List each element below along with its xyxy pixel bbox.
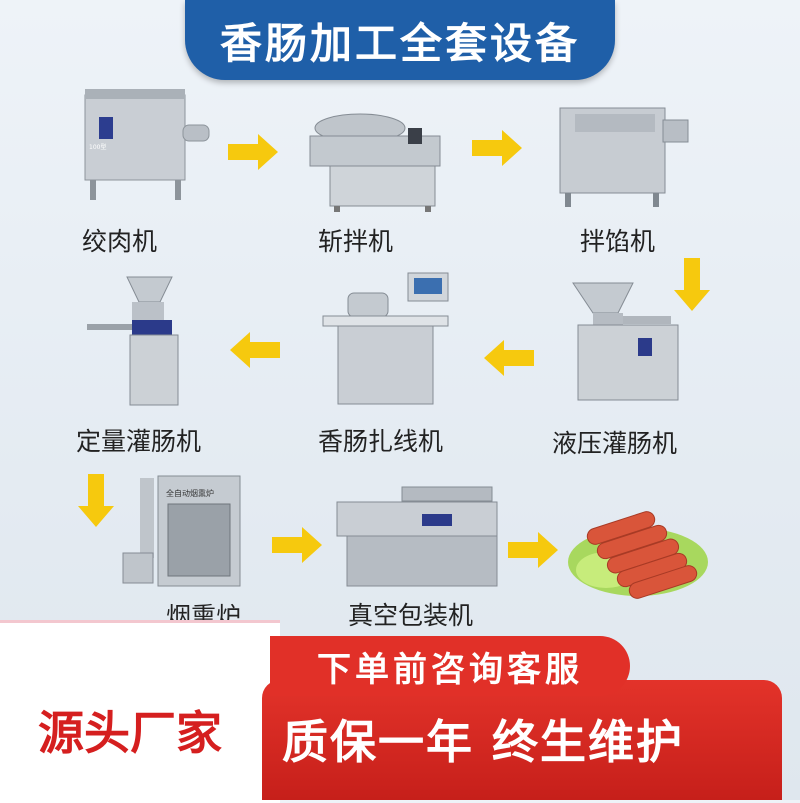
smokehouse-image: 全自动烟熏炉: [122, 475, 241, 587]
arrow-right-icon: [272, 527, 322, 563]
warranty-banner: 质保一年 终生维护: [262, 680, 782, 800]
footer-banner: 源头厂家 质保一年 终生维护 下单前咨询客服: [0, 620, 800, 803]
vacuum-packer-image: [336, 486, 498, 587]
title-banner: 香肠加工全套设备: [185, 0, 615, 80]
consult-text: 下单前咨询客服: [317, 649, 583, 690]
hydraulic-filler-image: [572, 282, 679, 401]
machine-label-vacuum-packer: 真空包装机: [348, 601, 474, 630]
arrow-right-icon: [228, 134, 278, 170]
arrow-right-icon: [508, 532, 558, 568]
consult-pill: 下单前咨询客服: [270, 636, 630, 696]
warranty-text: 质保一年 终生维护: [282, 715, 685, 769]
machine-label-quantitative-filler: 定量灌肠机: [76, 427, 202, 456]
arrow-down-icon: [674, 258, 710, 311]
machine-label-tying-machine: 香肠扎线机: [318, 427, 444, 456]
arrow-left-icon: [484, 340, 534, 376]
sausages-photo: [568, 511, 708, 599]
machine-label-grinder: 绞肉机: [82, 227, 158, 256]
sausage-tying-machine-image: [322, 272, 449, 405]
arrow-right-icon: [472, 130, 522, 166]
meat-grinder-image: 100型: [84, 89, 210, 200]
arrow-down-icon: [78, 474, 114, 527]
machine-label-hydraulic-filler: 液压灌肠机: [552, 429, 678, 458]
machine-label-mixer: 拌馅机: [580, 227, 656, 256]
quantitative-filler-image: [87, 276, 179, 406]
bowl-cutter-image: [309, 113, 441, 212]
machine-label-bowl-cutter: 斩拌机: [318, 227, 394, 256]
stuffing-mixer-image: [559, 107, 689, 207]
grinder-plate: 100型: [89, 143, 106, 151]
arrow-left-icon: [230, 332, 280, 368]
page-title: 香肠加工全套设备: [219, 18, 580, 68]
footer-left-block: 源头厂家: [0, 620, 280, 803]
source-factory-text: 源头厂家: [38, 706, 222, 760]
smokehouse-sign: 全自动烟熏炉: [166, 488, 214, 498]
